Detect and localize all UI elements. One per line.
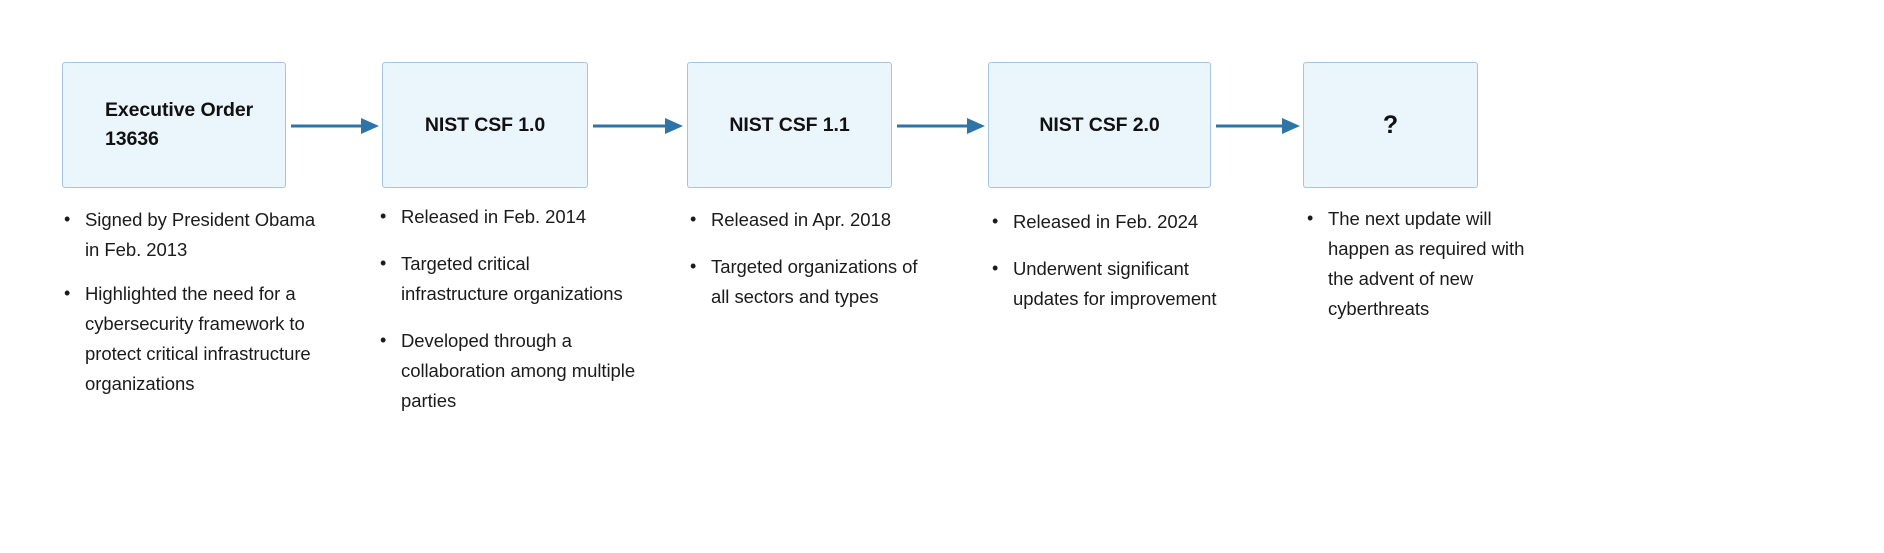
list-item: • Released in Feb. 2014 xyxy=(378,202,636,232)
list-item: • Underwent significant updates for impro… xyxy=(990,254,1240,314)
bullet-list: •Signed by President Obama in Feb. 2013 … xyxy=(62,205,334,399)
list-item: • Targeted organizations of all sectors a… xyxy=(688,252,936,312)
list-item-text: Targeted critical infrastructure organiz… xyxy=(401,252,623,304)
list-item-text: Released in Feb. 2014 xyxy=(401,206,587,227)
list-item-text: Released in Feb. 2024 xyxy=(1013,211,1199,232)
bullet-dot-icon: • xyxy=(992,211,999,231)
list-item-text: Highlighted the need for a cybersecurity… xyxy=(85,282,311,394)
list-item-text: The next update will happen as required … xyxy=(1328,208,1525,319)
bullet-column-nist-csf-1-1: • Released in Apr. 2018 • Targeted organiz… xyxy=(688,205,936,312)
stage-title: NIST CSF 2.0 xyxy=(1039,113,1160,136)
stage-title: NIST CSF 1.1 xyxy=(729,113,850,136)
list-item-text: Developed through a collaboration among … xyxy=(401,329,636,411)
bullet-dot-icon: • xyxy=(690,209,697,229)
bullet-dot-icon: • xyxy=(64,282,71,303)
stage-box-executive-order-13636[interactable]: Executive Order 13636 xyxy=(62,62,286,188)
list-item: • Released in Apr. 2018 xyxy=(688,205,936,235)
bullet-dot-icon: • xyxy=(380,329,387,350)
bullet-dot-icon: • xyxy=(690,255,697,276)
stage-box-nist-csf-1-1[interactable]: NIST CSF 1.1 xyxy=(687,62,892,188)
bullet-column-nist-csf-1-0: • Released in Feb. 2014 • Targeted critica… xyxy=(378,202,636,416)
arrow-right-icon xyxy=(1216,114,1300,138)
list-item-text: Underwent significant updates for improv… xyxy=(1013,257,1217,309)
list-item: • The next update will happen as required… xyxy=(1305,204,1545,324)
list-item: • Targeted critical infrastructure organi… xyxy=(378,249,636,309)
stage-title: NIST CSF 1.0 xyxy=(424,113,546,136)
list-item-text: Targeted organizations of all sectors an… xyxy=(711,255,918,307)
stage-box-nist-csf-2-0[interactable]: NIST CSF 2.0 xyxy=(988,62,1211,188)
bullet-column-nist-csf-2-0: • Released in Feb. 2024 • Underwent signif… xyxy=(990,207,1240,314)
list-item-text: Released in Apr. 2018 xyxy=(711,209,891,230)
flow-row: Executive Order 13636 NIST CSF 1.0 NIST … xyxy=(0,0,1884,200)
bullet-dot-icon: • xyxy=(64,209,71,229)
list-item: • Signed by President Obama in Feb. 2013 xyxy=(62,205,334,265)
bullet-list: • Released in Apr. 2018 • Targeted organiz… xyxy=(688,205,936,312)
stage-box-future-unknown[interactable]: ? xyxy=(1303,62,1478,188)
bullet-column-executive-order-13636: •Signed by President Obama in Feb. 2013 … xyxy=(62,205,334,413)
bullet-dot-icon: • xyxy=(992,257,999,278)
arrow-right-icon xyxy=(291,114,379,138)
arrow-right-icon xyxy=(593,114,683,138)
stage-title: Executive Order 13636 xyxy=(105,99,254,150)
bullet-list: • Released in Feb. 2014 • Targeted critica… xyxy=(378,202,636,416)
bullet-dot-icon: • xyxy=(1307,208,1314,228)
list-item: • Released in Feb. 2024 xyxy=(990,207,1240,237)
list-item: • Highlighted the need for a cybersecurit… xyxy=(62,279,334,399)
list-item-text: Signed by President Obama in Feb. 2013 xyxy=(85,209,316,260)
stage-box-nist-csf-1-0[interactable]: NIST CSF 1.0 xyxy=(382,62,588,188)
list-item: • Developed through a collaboration among… xyxy=(378,326,636,416)
arrow-right-icon xyxy=(897,114,985,138)
bullet-dot-icon: • xyxy=(380,206,387,226)
bullet-list: • The next update will happen as required… xyxy=(1305,204,1545,324)
bullet-list: • Released in Feb. 2024 • Underwent signif… xyxy=(990,207,1240,314)
question-mark-icon: ? xyxy=(1382,110,1399,139)
bullet-column-future-unknown: • The next update will happen as required… xyxy=(1305,204,1545,324)
bullet-dot-icon: • xyxy=(380,252,387,273)
